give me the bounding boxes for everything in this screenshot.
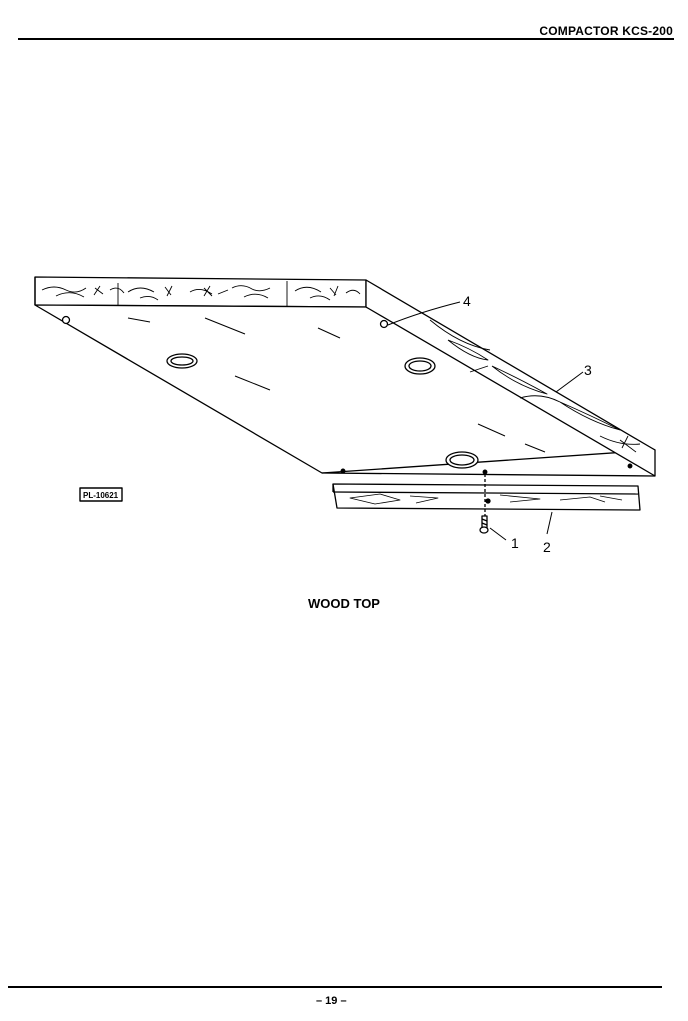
diagram-caption: WOOD TOP (308, 596, 380, 611)
reference-tag: PL-10621 (83, 491, 119, 500)
callout-4: 4 (463, 293, 471, 309)
screw (479, 515, 489, 534)
callout-3: 3 (584, 362, 592, 378)
trim-strip (332, 483, 641, 511)
wood-top-panel (34, 276, 656, 477)
footer-rule (8, 986, 662, 988)
document-header-title: COMPACTOR KCS-200 (539, 24, 673, 38)
callout-1: 1 (511, 535, 519, 551)
header-rule (18, 38, 674, 40)
callout-2: 2 (543, 539, 551, 555)
page-number: – 19 – (316, 995, 347, 1007)
